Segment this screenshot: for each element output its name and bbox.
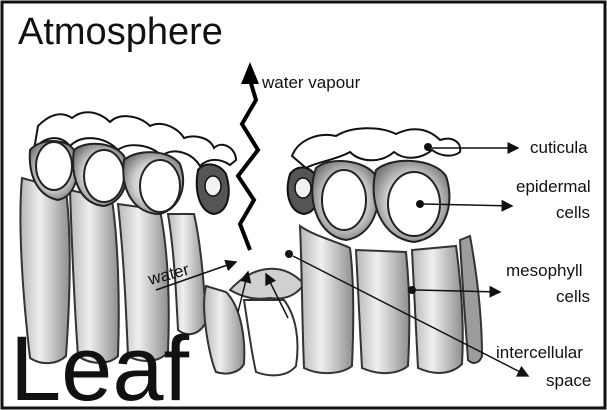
intercellular-label-line1: intercellular — [496, 343, 583, 362]
leaf-label: Leaf — [10, 318, 189, 410]
mesophyll-label-line2: cells — [556, 287, 590, 306]
epidermal-label-line1: epidermal — [516, 177, 591, 196]
intercellular-region — [204, 269, 304, 376]
intercellular-label-line2: space — [546, 371, 591, 390]
mesophyll-label-line1: mesophyll — [506, 261, 583, 280]
cuticula-label: cuticula — [530, 138, 588, 157]
water-vapour-arrow — [238, 62, 259, 250]
epidermal-label-line2: cells — [556, 203, 590, 222]
water-vapour-label: water vapour — [261, 73, 361, 92]
atmosphere-label: Atmosphere — [18, 11, 223, 53]
right-tissue — [288, 128, 482, 373]
